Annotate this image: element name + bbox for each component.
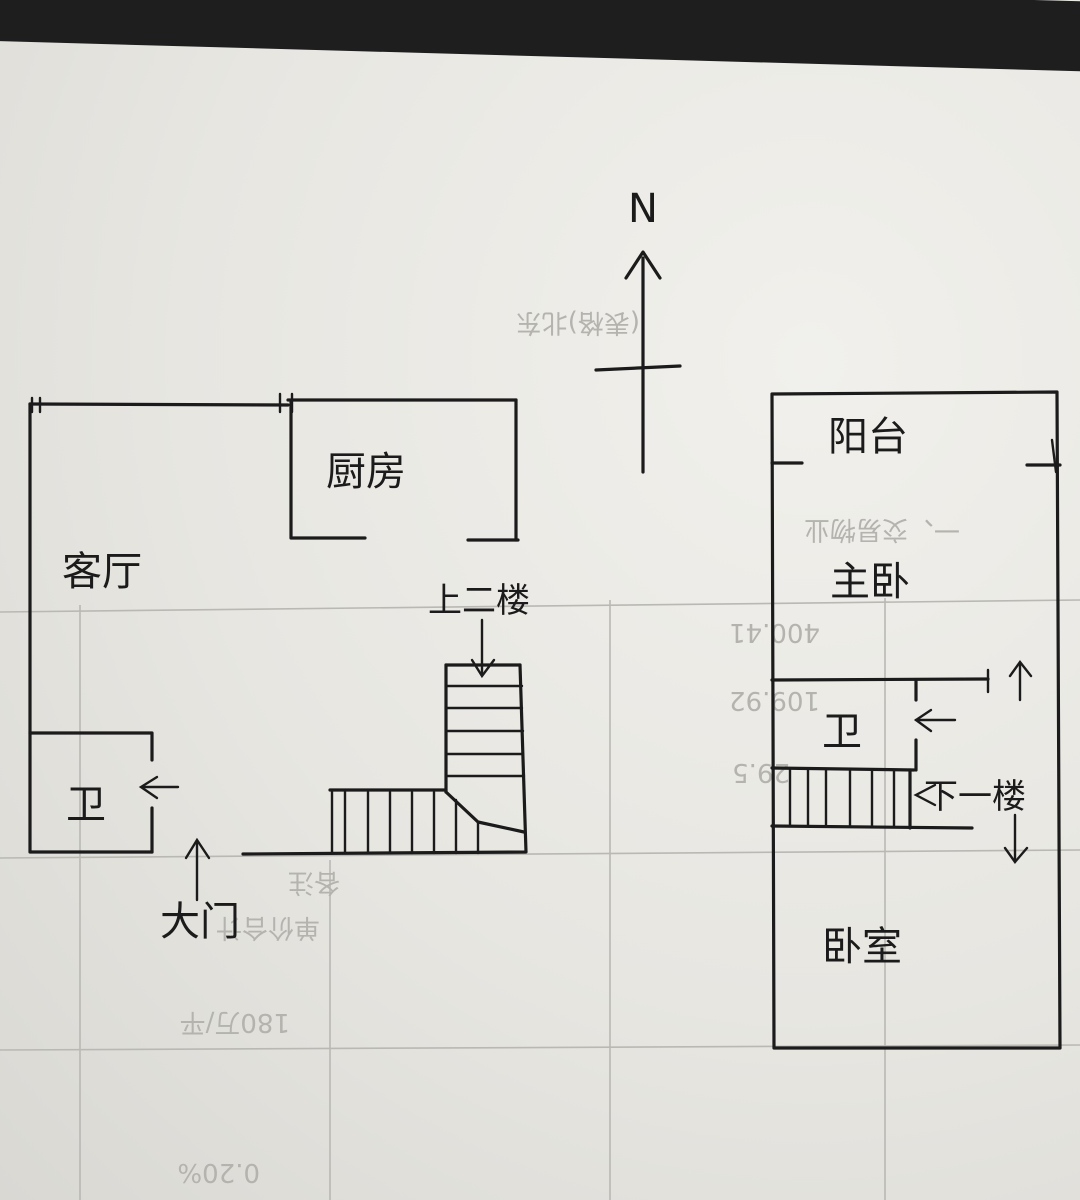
upper-floor-outline	[770, 390, 1062, 1050]
background-cell-2: 单价合计	[216, 912, 320, 942]
ground-floor-plan: 客厅 厨房 卫 上二楼 大门	[28, 392, 530, 945]
main-door-label: 大门	[160, 899, 240, 945]
entrance-arrow	[184, 837, 211, 902]
background-number-3: 29.5	[732, 757, 790, 787]
upper-floor-plan: 阳台 主卧 卫 下一楼 卧室	[770, 390, 1062, 1050]
background-line-1: (表格)北东	[516, 307, 640, 337]
background-cell-3: 180万/平	[180, 1007, 290, 1037]
bedroom-label: 卧室	[822, 924, 902, 970]
upper-bathroom-top-wall	[770, 677, 990, 682]
upper-bathroom-arrow	[913, 708, 957, 733]
balcony-label: 阳台	[828, 414, 908, 460]
go-upstairs-label: 上二楼	[428, 581, 530, 621]
ground-stairs	[328, 618, 526, 855]
background-number-1: 400.41	[729, 617, 820, 647]
upper-up-arrow	[1008, 659, 1033, 702]
ground-floor-top-wall	[28, 402, 154, 854]
go-downstairs-label: 下一楼	[924, 777, 1026, 817]
living-room-label: 客厅	[62, 549, 142, 595]
upper-bathroom-label: 卫	[822, 709, 862, 755]
background-cell-1: 各注	[288, 867, 340, 897]
ground-bathroom-arrow	[138, 775, 180, 800]
master-bedroom-label: 主卧	[830, 559, 910, 605]
north-compass: N	[594, 186, 682, 474]
kitchen-label: 厨房	[326, 449, 406, 495]
ground-floor-right-wall	[241, 663, 528, 856]
north-label: N	[628, 186, 658, 232]
ground-bathroom-wall	[28, 731, 154, 762]
ground-bathroom-label: 卫	[66, 782, 106, 828]
background-line-2: 一、交易物业	[804, 514, 960, 544]
background-cell-4: 0.20%	[177, 1157, 260, 1187]
kitchen-wall	[289, 400, 367, 540]
upper-stairs	[770, 766, 1029, 864]
background-form: (表格)北东 一、交易物业 400.41 109.92 29.5 各注 单价合计…	[0, 307, 1080, 1200]
